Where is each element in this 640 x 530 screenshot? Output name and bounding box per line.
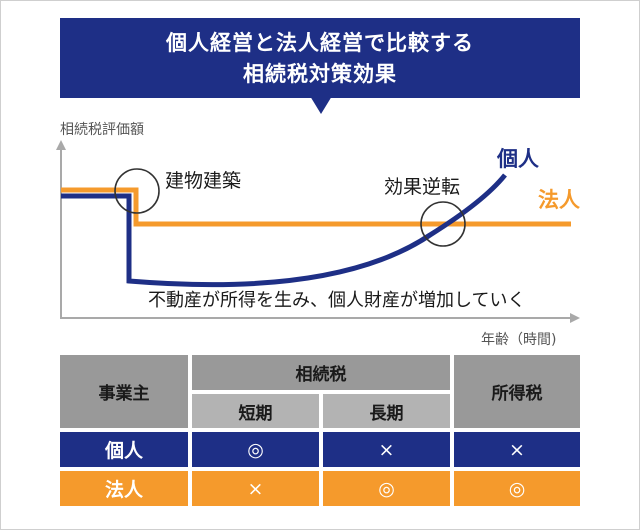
title-pointer [310,96,332,114]
y-axis-arrow [56,140,66,150]
header-short-term: 短期 [192,394,319,428]
header-long-term: 長期 [323,394,450,428]
header-owner: 事業主 [60,355,188,428]
title-line-2: 相続税対策効果 [243,62,397,86]
row-individual-label: 個人 [60,432,188,467]
row-corporate-label: 法人 [60,471,188,506]
header-inheritance-tax: 相続税 [192,355,450,390]
x-axis-label: 年齢（時間) [481,332,556,348]
corporate-line [61,187,571,227]
reversal-marker-circle [420,201,466,247]
row-individual-income: × [454,432,580,467]
x-axis-arrow [570,313,580,323]
reversal-annotation: 効果逆転 [384,176,460,198]
corporate-series-label: 法人 [538,188,580,212]
row-individual-long: × [323,432,450,467]
row-individual-short: ◎ [192,432,319,467]
title-banner: 個人経営と法人経営で比較する 相続税対策効果 [60,18,580,98]
y-axis-label: 相続税評価額 [60,121,144,138]
building-annotation: 建物建築 [165,170,241,192]
title-line-1: 個人経営と法人経営で比較する [166,31,474,55]
header-income-tax: 所得税 [454,355,580,428]
comparison-table: 事業主 相続税 所得税 短期 長期 個人 ◎ × × 法人 × ◎ ◎ [60,355,580,510]
individual-series-label: 個人 [496,147,539,171]
row-corporate-long: ◎ [323,471,450,506]
row-corporate-income: ◎ [454,471,580,506]
individual-line [61,173,507,288]
caption-annotation: 不動産が所得を生み、個人財産が増加していく [148,290,525,311]
row-corporate-short: × [192,471,319,506]
diagram-chart: 相続税評価額 建物建築 効果逆転 個人 法人 不動産が所得を生み、個人財産が増加… [56,121,580,348]
building-marker-circle [114,168,160,214]
